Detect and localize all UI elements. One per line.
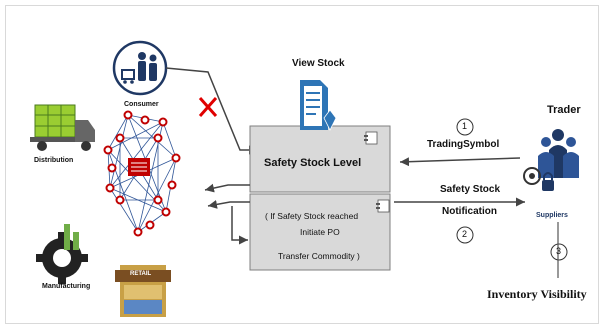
manufacturing-gear-icon [36,224,88,284]
step-1-circle [456,118,474,136]
action-box [249,193,391,271]
step-3-label: 3 [556,246,562,256]
view-stock-label: View Stock [292,58,345,69]
trader-icon [523,129,579,191]
trader-label: Trader [547,104,581,116]
step-1-label: 1 [462,121,468,131]
trading-symbol-arrow [399,157,521,167]
consumer-label: Consumer [124,101,159,108]
retail-shop-icon [115,265,171,317]
action-line-3: Transfer Commodity ) [278,251,360,261]
trading-symbol-label: TradingSymbol [427,139,500,150]
consumer-arrow [165,67,258,155]
step-2-circle [456,226,474,244]
notification-line-2: Notification [442,206,497,217]
safety-stock-level-label: Safety Stock Level [264,157,362,169]
step-3-circle [550,243,568,261]
step-2-label: 2 [462,229,468,239]
blocked-cross-icon [198,97,218,117]
network-hub-icon [128,158,150,176]
consumer-icon [112,40,168,96]
distribution-label: Distribution [34,157,74,164]
action-line-2: Initiate PO [300,227,340,237]
retail-sign-label: RETAIL [130,271,152,277]
safety-stock-box [249,125,391,193]
view-stock-document-icon [300,80,337,131]
notification-line-1: Safety Stock [440,184,501,195]
network-nodes [103,110,181,237]
distribution-truck-icon [30,104,95,151]
box-to-network-arrow [204,183,250,193]
action-line-1: ( If Safety Stock reached [265,211,359,221]
action-to-network-arrow [207,199,250,209]
manufacturing-label: Manufacturing [42,283,91,290]
suppliers-label: Suppliers [536,212,568,219]
inventory-visibility-label: Inventory Visibility [487,287,587,301]
action-loop-arrow [231,206,248,245]
